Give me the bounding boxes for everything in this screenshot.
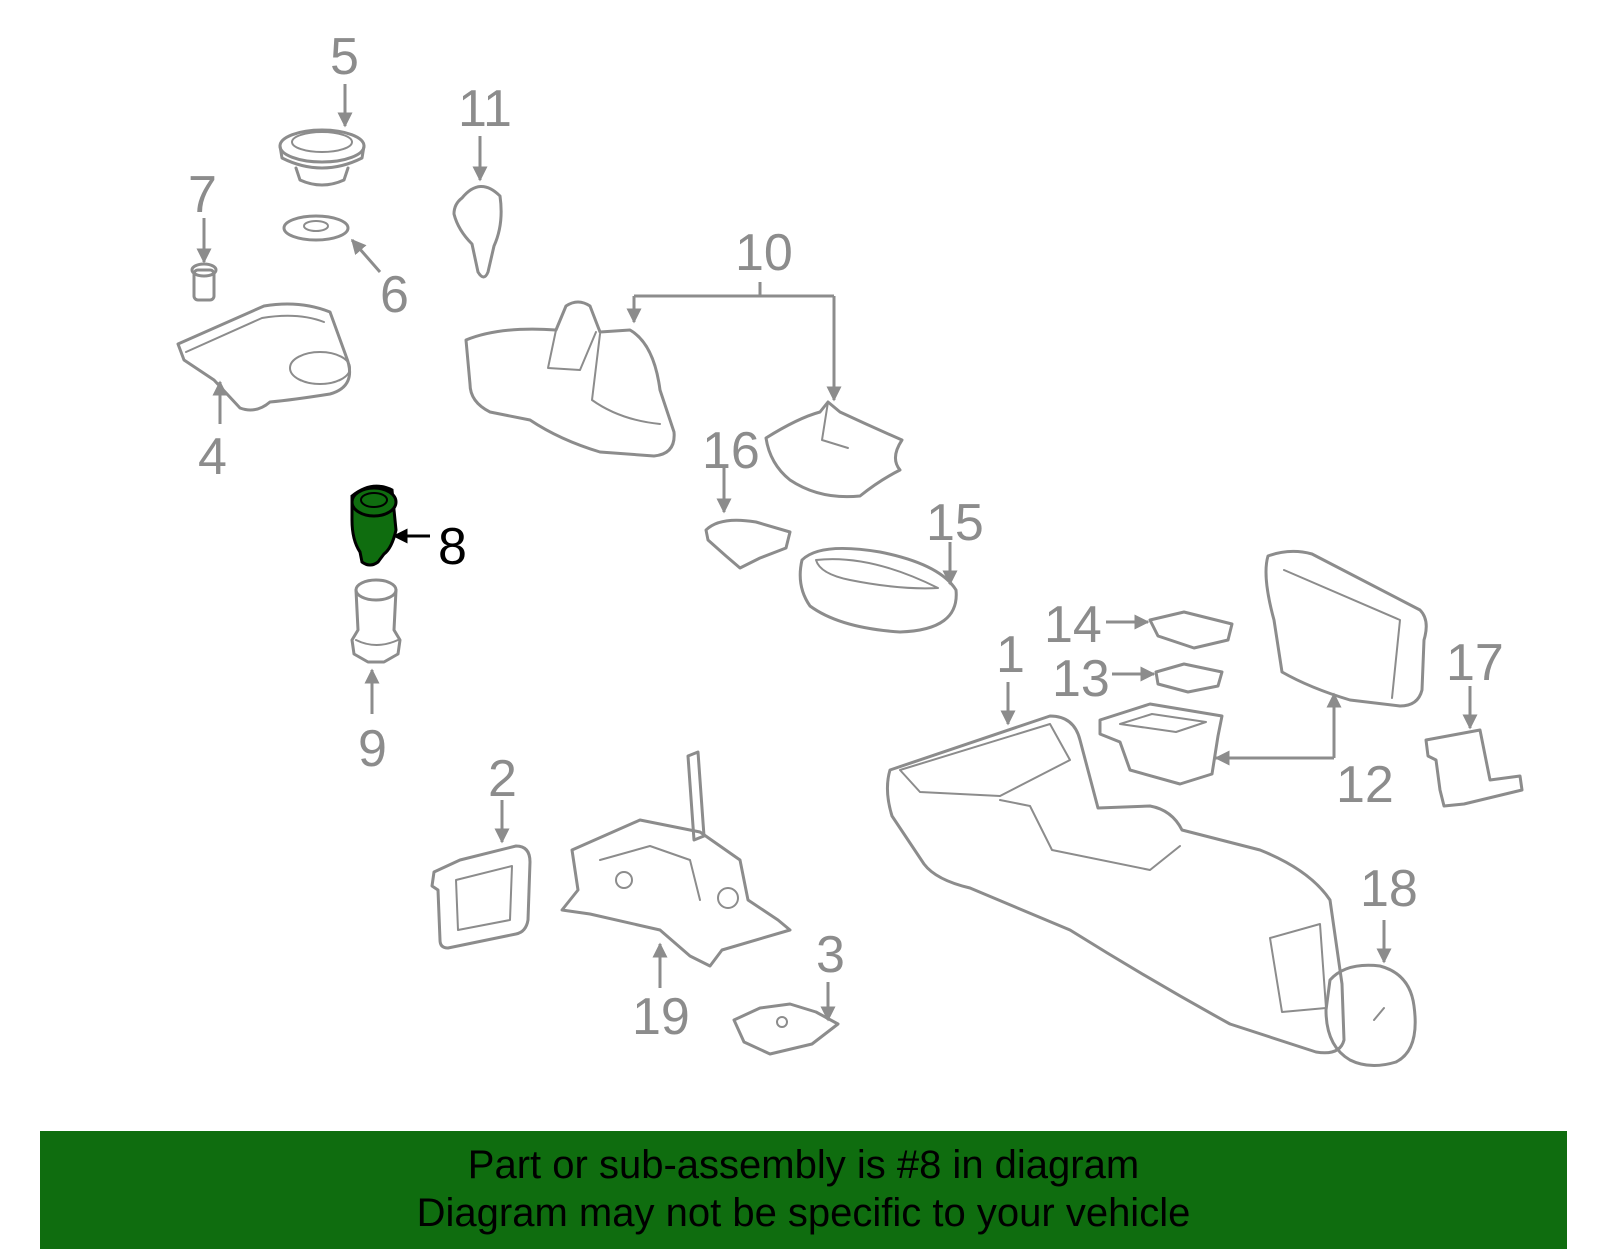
part-5-cap[interactable] <box>278 128 366 187</box>
callout-14: 14 <box>1044 596 1102 654</box>
part-6-washer[interactable] <box>282 214 350 242</box>
part-9-socket[interactable] <box>350 578 402 664</box>
callout-6: 6 <box>380 266 409 324</box>
part-14-insert[interactable] <box>1148 610 1234 650</box>
callout-17: 17 <box>1446 634 1504 692</box>
part-17-latch[interactable] <box>1424 728 1524 808</box>
callout-10: 10 <box>735 224 793 282</box>
part-7-clip[interactable] <box>190 262 218 302</box>
callout-15: 15 <box>926 494 984 552</box>
info-banner: Part or sub-assembly is #8 in diagram Di… <box>40 1131 1567 1249</box>
callout-5: 5 <box>330 28 359 86</box>
part-11-knob[interactable] <box>452 185 503 279</box>
part-1-console[interactable] <box>885 714 1346 1055</box>
callout-18: 18 <box>1360 860 1418 918</box>
callout-2: 2 <box>488 750 517 808</box>
part-10-boot[interactable] <box>764 400 904 499</box>
callout-11: 11 <box>458 80 512 138</box>
callout-16: 16 <box>702 422 760 480</box>
callout-9: 9 <box>358 720 387 778</box>
banner-line-2: Diagram may not be specific to your vehi… <box>416 1191 1191 1235</box>
banner-line-1: Part or sub-assembly is #8 in diagram <box>467 1143 1140 1187</box>
part-2-frame[interactable] <box>430 844 532 950</box>
part-3-bracket[interactable] <box>732 1002 840 1056</box>
callout-1: 1 <box>996 626 1025 684</box>
part-4-panel[interactable] <box>176 302 351 412</box>
callout-7: 7 <box>188 166 217 224</box>
part-10-boot-cover[interactable] <box>464 300 676 458</box>
callout-8: 8 <box>438 518 467 576</box>
part-12-pocket[interactable] <box>1264 549 1428 708</box>
callout-13: 13 <box>1052 650 1110 708</box>
part-18-cover[interactable] <box>1324 963 1417 1067</box>
part-16-trim[interactable] <box>704 518 792 570</box>
part-13-pad[interactable] <box>1154 662 1224 694</box>
part-8-highlighted[interactable] <box>350 484 398 567</box>
callout-19: 19 <box>632 988 690 1046</box>
callout-12: 12 <box>1336 756 1394 814</box>
callout-3: 3 <box>816 926 845 984</box>
part-15-bezel[interactable] <box>798 546 958 634</box>
leader-6 <box>350 238 382 273</box>
part-12-tray[interactable] <box>1098 702 1224 786</box>
part-19-shifter[interactable] <box>560 750 792 968</box>
callout-4: 4 <box>198 428 227 486</box>
